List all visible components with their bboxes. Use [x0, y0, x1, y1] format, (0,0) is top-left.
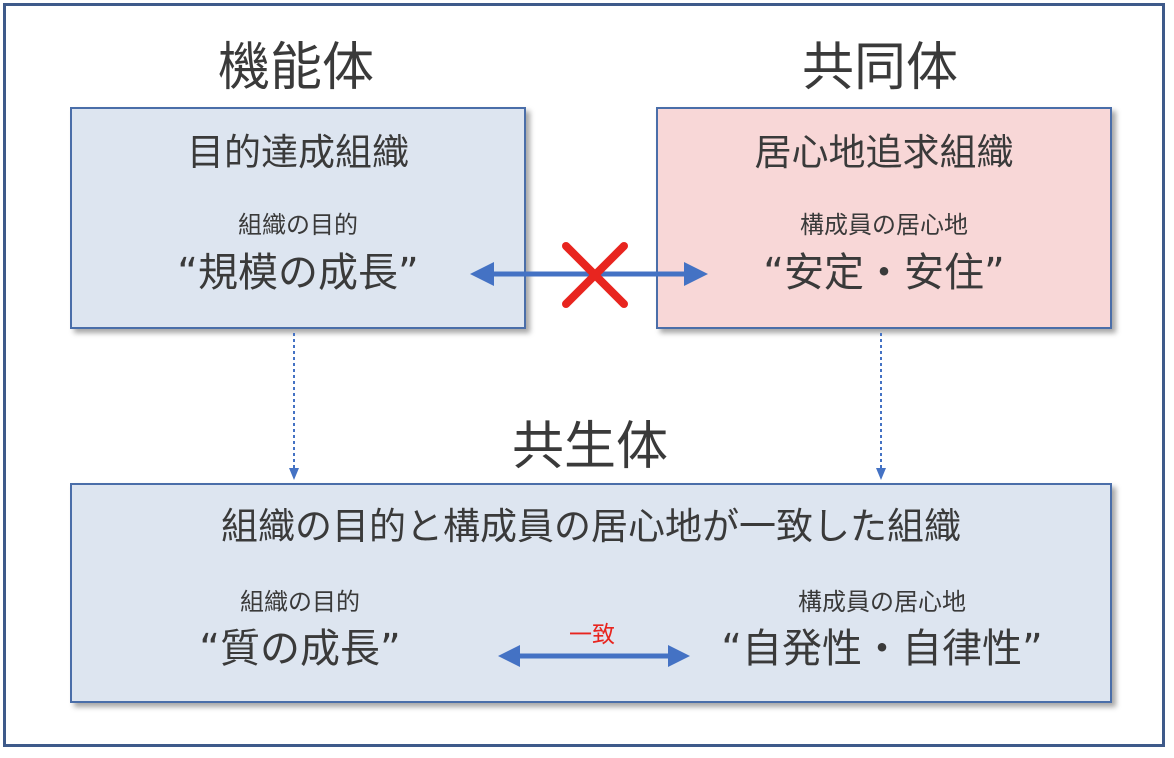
symbiotic-box-title: 組織の目的と構成員の居心地が一致した組織: [221, 505, 961, 548]
community-box-main: “安定・安住”: [763, 250, 1005, 296]
functional-box-sublabel: 組織の目的: [238, 211, 358, 239]
heading-community: 共同体: [801, 38, 958, 98]
community-box-sublabel: 構成員の居心地: [800, 211, 968, 239]
dotted-connector-right: [876, 333, 886, 480]
symbiotic-left-sublabel: 組織の目的: [240, 588, 360, 616]
functional-organization-box: 目的達成組織 組織の目的 “規模の成長”: [70, 107, 526, 329]
agreement-double-arrow: [498, 645, 690, 667]
community-box-title: 居心地追求組織: [754, 131, 1014, 174]
heading-functional: 機能体: [217, 38, 374, 98]
symbiotic-left-main: “質の成長”: [199, 626, 401, 672]
functional-box-title: 目的達成組織: [187, 131, 409, 174]
heading-symbiotic: 共生体: [511, 417, 668, 477]
agreement-label: 一致: [569, 622, 615, 648]
community-organization-box: 居心地追求組織 構成員の居心地 “安定・安住”: [656, 107, 1112, 329]
dotted-connector-left: [289, 333, 299, 480]
symbiotic-right-sublabel: 構成員の居心地: [798, 588, 966, 616]
red-x-cross-icon: [562, 242, 628, 308]
symbiotic-organization-box: 組織の目的と構成員の居心地が一致した組織 組織の目的 “質の成長” 一致 構成員…: [70, 483, 1112, 703]
functional-box-main: “規模の成長”: [177, 250, 419, 296]
symbiotic-right-main: “自発性・自律性”: [721, 626, 1043, 672]
